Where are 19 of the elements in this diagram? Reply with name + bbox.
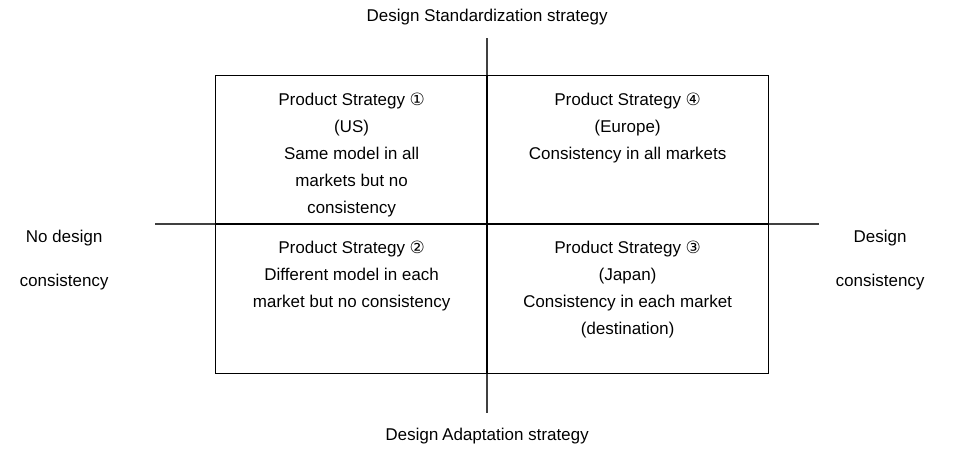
quadrant-text: Different model in each market but no consistency [252,264,452,313]
quadrant-box [486,223,769,374]
axis-label: No design consistency [18,226,110,292]
quadrant-text: (US) [334,116,369,138]
axis-label: Design Standardization strategy [366,5,608,27]
axis-label: Design consistency [834,226,926,292]
quadrant-text: Product Strategy ① [278,89,425,111]
quadrant-text: Consistency in all markets [528,143,726,165]
quadrant-box [215,223,488,374]
quadrant-text: Product Strategy ④ [554,89,701,111]
quadrant-text: Product Strategy ③ [554,237,701,259]
quadrant-text: Consistency in each market (destination) [522,291,733,340]
quadrant-text: Product Strategy ② [278,237,425,259]
quadrant-box [486,75,769,225]
quadrant-box [215,75,488,225]
quadrant-text: (Europe) [594,116,661,138]
quadrant-text: Same model in all markets but no consistency [282,143,420,219]
axis-label: Design Adaptation strategy [384,424,590,446]
quadrant-text: (Japan) [598,264,656,286]
